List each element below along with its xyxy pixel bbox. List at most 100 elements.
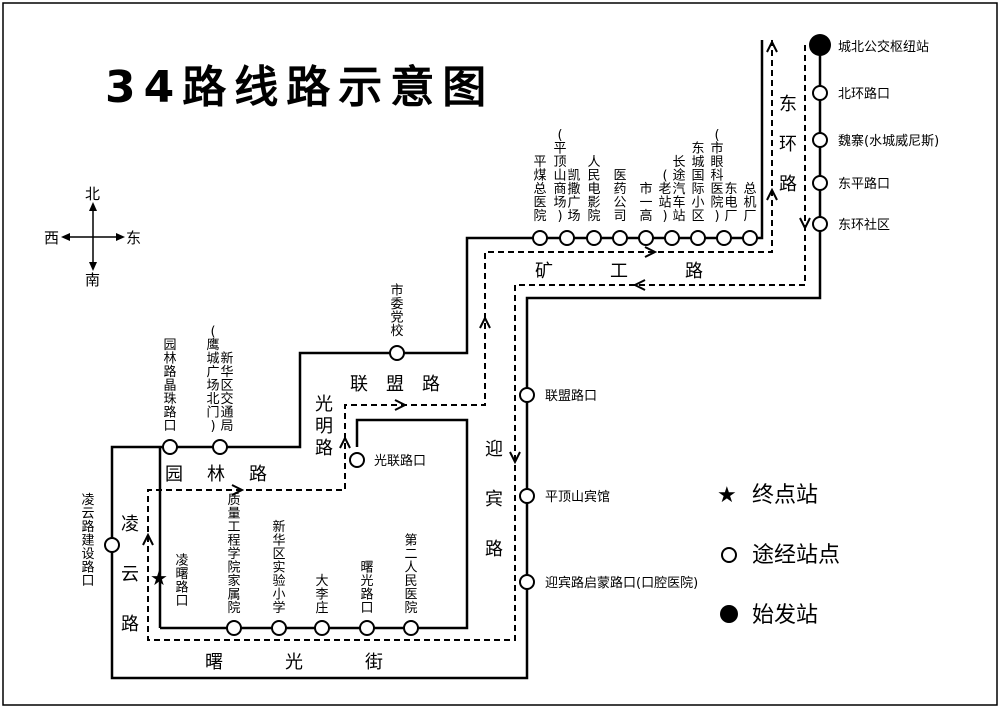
- label-qimeng: 迎宾路启蒙路口(口腔医院): [545, 575, 698, 591]
- label-dongdianchang-note: (市眼科医院): [710, 128, 723, 224]
- road-lingyun: 云: [121, 564, 139, 585]
- legend-origin-label: 始发站: [752, 603, 818, 628]
- road-lingyun: 路: [121, 614, 139, 635]
- label-origin: 城北公交枢纽站: [838, 39, 929, 55]
- road-east-ring: 环: [779, 134, 797, 155]
- road-guangming: 光: [315, 394, 333, 415]
- label-binguan: 平顶山宾馆: [545, 489, 610, 505]
- road-alliance: 路: [422, 374, 440, 395]
- label-pingmei: 平煤总医院: [533, 155, 546, 224]
- road-east-ring: 路: [779, 174, 797, 195]
- station-marker: [612, 230, 628, 246]
- compass-east: 东: [126, 229, 141, 247]
- station-marker: [519, 574, 535, 590]
- station-marker: [586, 230, 602, 246]
- label-dongping: 东平路口: [838, 176, 890, 192]
- terminal-star-icon: ★: [150, 566, 168, 590]
- station-marker: [812, 132, 828, 148]
- station-marker: [812, 175, 828, 191]
- label-changtu: 长途汽车站: [672, 155, 685, 224]
- station-marker: [716, 230, 732, 246]
- label-shuguang: 曙光路口: [360, 561, 373, 617]
- road-shuguang: 曙: [205, 652, 223, 673]
- road-mine: 工: [610, 261, 628, 282]
- road-lingyun: 凌: [121, 514, 139, 535]
- station-marker: [638, 230, 654, 246]
- road-yingbin: 迎: [485, 439, 503, 460]
- label-xinhua: 新华区交通局: [220, 351, 233, 435]
- station-marker: [349, 452, 365, 468]
- road-yingbin: 路: [485, 539, 503, 560]
- route-dashed-line: [147, 40, 806, 641]
- road-alliance: 联: [350, 374, 368, 395]
- label-xinhua_school: 新华区实验小学: [272, 519, 285, 616]
- label-lingshu: 凌曙路口: [175, 554, 188, 610]
- label-xinhua-note: (鹰城广场北门): [206, 325, 219, 435]
- station-marker: [314, 620, 330, 636]
- label-beihuan: 北环路口: [838, 86, 890, 102]
- label-dongcheng: 东城国际小区: [691, 142, 704, 225]
- origin-station-marker: [809, 34, 831, 56]
- label-dier: 第二人民医院: [404, 534, 417, 617]
- label-daliz: 大李庄: [315, 574, 328, 616]
- station-marker: [519, 488, 535, 504]
- label-yuanlin: 园林路晶珠路口: [163, 338, 176, 434]
- station-marker: [162, 439, 178, 455]
- label-changtu-note: (老站): [658, 169, 671, 225]
- station-marker: [690, 230, 706, 246]
- station-marker: [664, 230, 680, 246]
- station-marker: [742, 230, 758, 246]
- station-markers: [104, 85, 828, 636]
- label-renmin: 人民电影院: [587, 155, 600, 224]
- station-marker: [519, 387, 535, 403]
- road-mine: 矿: [535, 261, 553, 282]
- station-marker: [212, 439, 228, 455]
- label-shiweidangxiao: 市委党校: [390, 283, 403, 340]
- route-solid-loop: [158, 418, 469, 630]
- legend-stop-icon: [721, 547, 737, 563]
- label-zhiliang: 质量工程学院家属院: [227, 493, 240, 616]
- road-mine: 路: [685, 261, 703, 282]
- label-dongdianchang: 东电厂: [724, 182, 737, 224]
- road-guangming: 明: [315, 416, 333, 437]
- station-marker: [559, 230, 575, 246]
- station-marker: [104, 537, 120, 553]
- legend-terminal-label: 终点站: [752, 483, 818, 508]
- label-kaisa-note: (平顶山商场): [553, 128, 566, 224]
- road-garden: 林: [207, 464, 225, 485]
- road-guangming: 路: [315, 438, 333, 459]
- route-solid-line: [110, 40, 822, 680]
- station-marker: [359, 620, 375, 636]
- label-shiyigao: 市一高: [639, 181, 652, 224]
- compass-west: 西: [44, 229, 59, 247]
- station-marker: [271, 620, 287, 636]
- station-marker: [812, 216, 828, 232]
- road-garden: 园: [165, 464, 183, 485]
- road-garden: 路: [249, 464, 267, 485]
- compass-north: 北: [85, 185, 100, 203]
- compass-south: 南: [85, 271, 100, 289]
- map-title: 34路线路示意图: [105, 62, 494, 113]
- direction-arrows: [142, 39, 811, 546]
- legend-origin-icon: [720, 605, 738, 623]
- compass-icon: [61, 202, 125, 271]
- road-shuguang: 光: [285, 652, 303, 673]
- label-guanglian: 光联路口: [374, 453, 426, 469]
- label-donghuan-sq: 东环社区: [838, 217, 890, 233]
- legend-terminal-icon: ★: [717, 483, 737, 508]
- station-marker: [226, 620, 242, 636]
- label-lianmeng: 联盟路口: [545, 388, 597, 404]
- station-marker: [389, 345, 405, 361]
- label-weizhai: 魏寨(水城威尼斯): [838, 133, 939, 149]
- station-marker: [532, 230, 548, 246]
- station-marker: [403, 620, 419, 636]
- road-alliance: 盟: [386, 374, 404, 395]
- label-kaisa: 凯撒广场: [567, 169, 580, 225]
- legend-stop-label: 途经站点: [752, 543, 840, 568]
- label-yiyao: 医药公司: [613, 169, 626, 225]
- road-shuguang: 街: [365, 652, 383, 673]
- label-lingyun: 凌云路建设路口: [81, 493, 94, 589]
- label-zongjichang: 总机厂: [743, 182, 756, 224]
